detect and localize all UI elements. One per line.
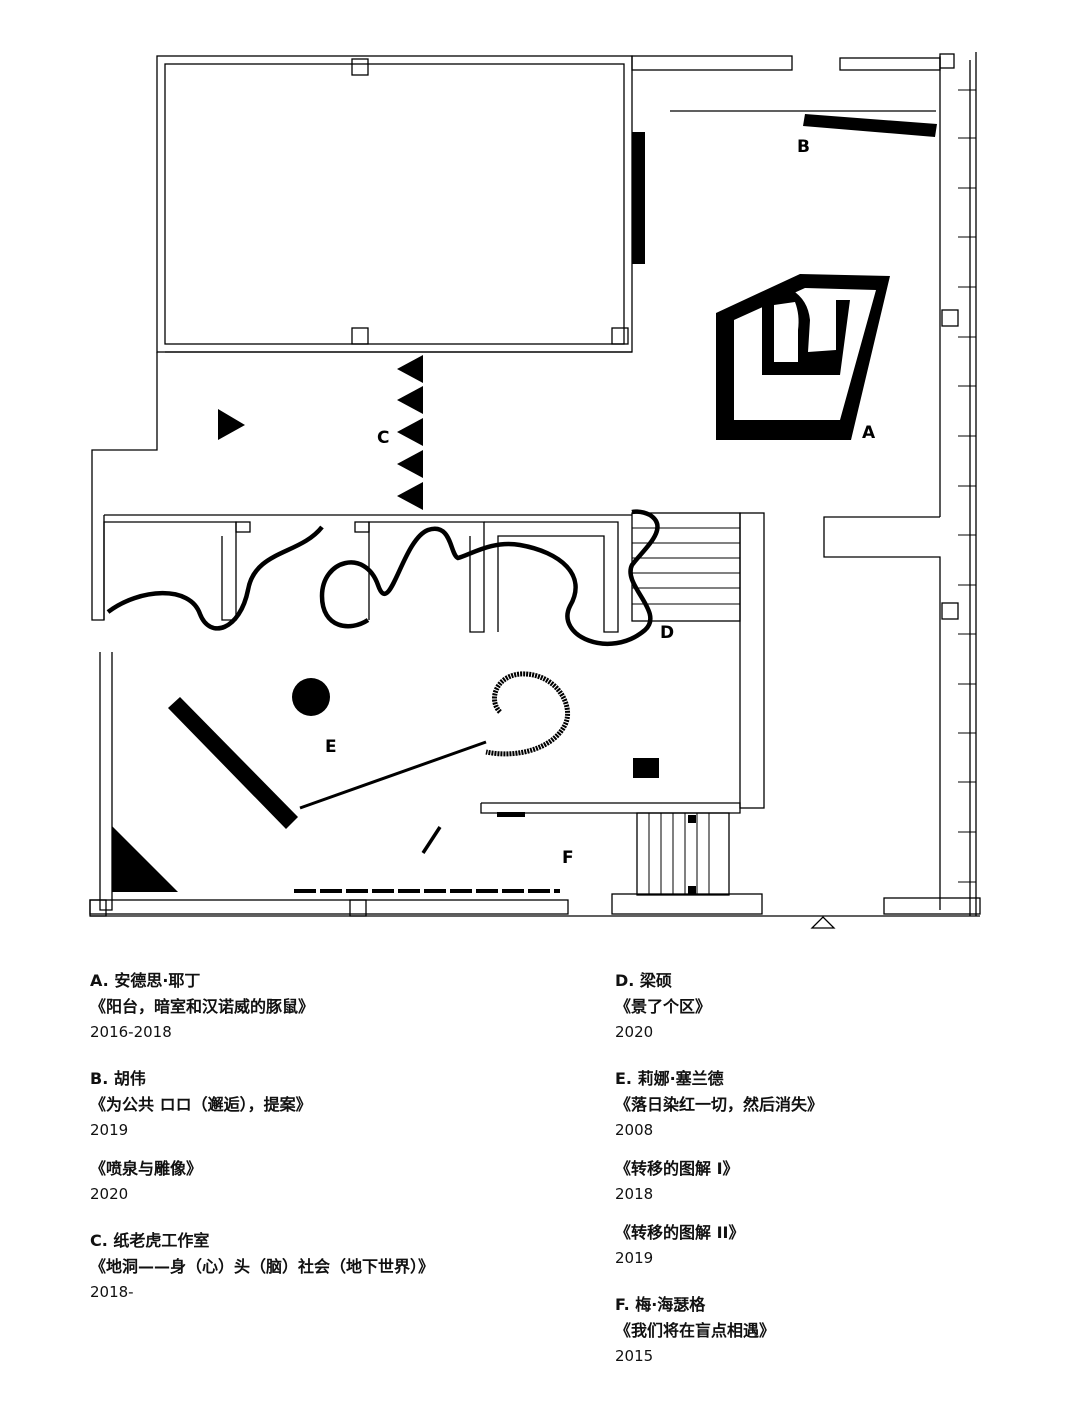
- top-wall-segment-right: [839, 57, 941, 71]
- label-a: A: [862, 423, 876, 443]
- artwork-b: [803, 114, 937, 137]
- column: [89, 899, 107, 917]
- work-year: 2018-: [90, 1283, 134, 1301]
- work-year: 2015: [615, 1347, 654, 1365]
- artwork-f-stroke: [421, 826, 442, 854]
- legend-entry: C. 纸老虎工作室 《地洞——身（心）头（脑）社会（地下世界）》 2018-: [90, 1228, 510, 1304]
- stairs-f: [636, 812, 730, 896]
- artist-name: A. 安德思·耶丁: [90, 971, 201, 990]
- artwork-d-wave: [106, 509, 660, 647]
- artwork-e-bar: [168, 697, 298, 829]
- artwork-stair-bar: [688, 886, 696, 894]
- work-title: 《为公共 ロロ（邂逅），提案》: [90, 1095, 312, 1114]
- top-room-outer: [156, 55, 633, 353]
- legend-right-column: D. 梁硕 《景了个区》 2020 E. 莉娜·塞兰德 《落日染红一切，然后消失…: [615, 968, 1035, 1390]
- work-title: 《景了个区》: [615, 997, 712, 1016]
- artist-name: E. 莉娜·塞兰德: [615, 1069, 724, 1088]
- column: [611, 327, 629, 345]
- artwork-c-triangle: [397, 386, 423, 414]
- column: [349, 899, 367, 917]
- work-year: 2019: [615, 1249, 654, 1267]
- pillar: [484, 521, 619, 633]
- column: [351, 58, 369, 76]
- entrance-marker: [810, 916, 836, 929]
- artwork-e-block: [633, 758, 659, 778]
- work: 《喷泉与雕像》 2020: [90, 1156, 510, 1206]
- artist-name: D. 梁硕: [615, 971, 672, 990]
- label-f: F: [562, 848, 574, 868]
- legend-entry: D. 梁硕 《景了个区》 2020: [615, 968, 1035, 1044]
- pillar: [368, 521, 485, 633]
- work-title: 《转移的图解 I》: [615, 1159, 739, 1178]
- artwork-e-spiral: [485, 671, 571, 757]
- work-year: 2008: [615, 1121, 654, 1139]
- artist-name: F. 梅·海瑟格: [615, 1295, 706, 1314]
- artist-name: C. 纸老虎工作室: [90, 1231, 210, 1250]
- work: 《落日染红一切，然后消失》 2008: [615, 1092, 1035, 1142]
- artwork-f-bar: [497, 812, 525, 817]
- work-title: 《地洞——身（心）头（脑）社会（地下世界）》: [90, 1257, 435, 1276]
- work-year: 2018: [615, 1185, 654, 1203]
- legend-entry: E. 莉娜·塞兰德 《落日染红一切，然后消失》 2008 《转移的图解 I》 2…: [615, 1066, 1035, 1270]
- artwork-c-triangle: [397, 418, 423, 446]
- work-title: 《喷泉与雕像》: [90, 1159, 203, 1178]
- work: 《为公共 ロロ（邂逅），提案》 2019: [90, 1092, 510, 1142]
- artwork-c-triangle: [397, 355, 423, 383]
- legend-left-column: A. 安德思·耶丁 《阳台，暗室和汉诺威的豚鼠》 2016-2018 B. 胡伟…: [90, 968, 510, 1326]
- room-f-wall: [480, 802, 741, 814]
- work: 《阳台，暗室和汉诺威的豚鼠》 2016-2018: [90, 994, 510, 1044]
- work-year: 2016-2018: [90, 1023, 172, 1041]
- pillar: [103, 521, 237, 621]
- top-room-inner: [164, 63, 625, 345]
- bottom-wall-segment: [89, 899, 569, 915]
- label-d: D: [660, 623, 674, 643]
- work: 《地洞——身（心）头（脑）社会（地下世界）》 2018-: [90, 1254, 510, 1304]
- work-title: 《我们将在盲点相遇》: [615, 1321, 776, 1340]
- floor-plan: A B C D E F: [89, 52, 981, 929]
- label-c: C: [377, 428, 389, 448]
- label-e: E: [325, 737, 337, 757]
- legend-entry: B. 胡伟 《为公共 ロロ（邂逅），提案》 2019 《喷泉与雕像》 2020: [90, 1066, 510, 1206]
- bottom-wall-segment: [611, 893, 763, 915]
- artist-name: B. 胡伟: [90, 1069, 146, 1088]
- work: 《转移的图解 II》 2019: [615, 1220, 1035, 1270]
- legend-entry: F. 梅·海瑟格 《我们将在盲点相遇》 2015: [615, 1292, 1035, 1368]
- work: 《我们将在盲点相遇》 2015: [615, 1318, 1035, 1368]
- right-wall-ticks: [958, 89, 976, 883]
- work: 《转移的图解 I》 2018: [615, 1156, 1035, 1206]
- legend-entry: A. 安德思·耶丁 《阳台，暗室和汉诺威的豚鼠》 2016-2018: [90, 968, 510, 1044]
- work-title: 《落日染红一切，然后消失》: [615, 1095, 824, 1114]
- artwork-stair-bar: [688, 815, 696, 823]
- artwork-e-line: [299, 740, 487, 810]
- work-title: 《转移的图解 II》: [615, 1223, 745, 1242]
- column: [941, 309, 959, 327]
- bottom-wall-segment: [883, 897, 981, 915]
- column: [939, 53, 955, 69]
- artwork-wall-bar: [632, 132, 645, 264]
- artwork-corner-triangle: [112, 826, 178, 892]
- pillar: [354, 521, 370, 533]
- artwork-e-disc: [292, 678, 330, 716]
- lower-left-wall: [99, 652, 113, 911]
- column: [941, 602, 959, 620]
- artwork-c-triangle: [218, 409, 245, 440]
- artwork-c-triangle: [397, 450, 423, 478]
- artwork-c-triangle: [397, 482, 423, 510]
- artwork-a-inner: [762, 290, 850, 375]
- work: 《景了个区》 2020: [615, 994, 1035, 1044]
- work-year: 2020: [615, 1023, 654, 1041]
- work-title: 《阳台，暗室和汉诺威的豚鼠》: [90, 997, 315, 1016]
- work-year: 2019: [90, 1121, 129, 1139]
- label-b: B: [797, 137, 810, 157]
- right-notch: [823, 516, 941, 910]
- stairs-wall: [739, 512, 765, 809]
- artwork-a: [716, 274, 890, 440]
- column: [351, 327, 369, 345]
- top-wall-segment: [631, 55, 793, 71]
- pillar: [235, 521, 251, 533]
- room-c-wall: [91, 352, 158, 621]
- work-year: 2020: [90, 1185, 129, 1203]
